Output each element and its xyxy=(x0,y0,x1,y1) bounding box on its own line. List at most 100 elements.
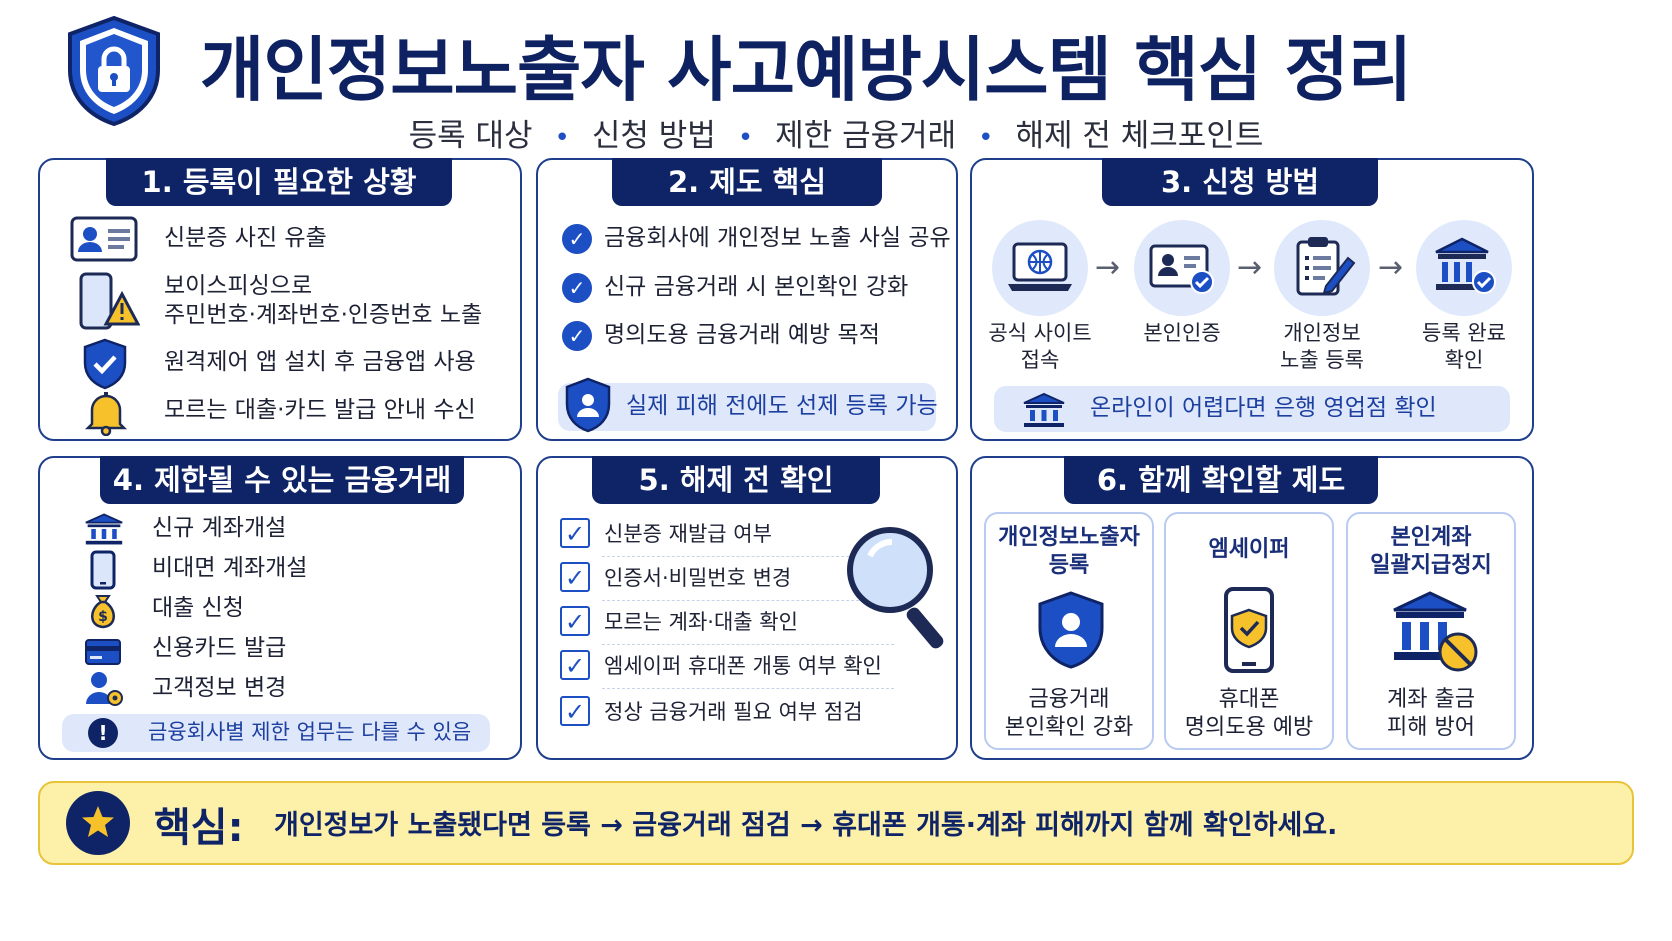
section-5-title: 5. 해제 전 확인 xyxy=(592,456,880,504)
bullet-dot: • xyxy=(554,123,570,153)
user-shield-icon xyxy=(1038,591,1104,669)
step-circle xyxy=(1134,220,1230,316)
section-2-note: 실제 피해 전에도 선제 등록 가능 xyxy=(558,377,938,433)
section-2-item: 신규 금융거래 시 본인확인 강화 xyxy=(604,274,909,300)
credit-card-icon xyxy=(85,639,121,665)
section-1-item: 보이스피싱으로 xyxy=(164,273,313,299)
section-4-note-text: 금융회사별 제한 업무는 다를 수 있음 xyxy=(148,720,472,744)
step-circle xyxy=(1416,220,1512,316)
section-4-item: 고객정보 변경 xyxy=(152,675,287,701)
step-label-line: 접속 xyxy=(1020,348,1060,372)
body-line: 휴대폰 xyxy=(1218,687,1280,712)
section-2-title: 2. 제도 핵심 xyxy=(612,158,882,206)
user-gear-icon xyxy=(86,672,123,706)
shield-check-icon xyxy=(83,338,127,390)
section-6-title: 6. 함께 확인할 제도 xyxy=(1064,456,1378,504)
section-5-card: 5. 해제 전 확인 ✓ 신분증 재발급 여부 ✓ 인증서·비밀번호 변경 ✓ … xyxy=(536,456,958,760)
subtitle-item: 제한 금융거래 xyxy=(775,118,957,154)
page-subtitle: 등록 대상 • 신청 방법 • 제한 금융거래 • 해제 전 체크포인트 xyxy=(0,110,1672,155)
section-5-item: 신분증 재발급 여부 xyxy=(604,522,772,546)
arrow-right-icon: → xyxy=(1095,250,1121,285)
info-exclaim-icon: ! xyxy=(88,718,118,748)
divider xyxy=(602,644,894,645)
check-circle-icon: ✓ xyxy=(562,224,592,254)
section-4-note: ! 금융회사별 제한 업무는 다를 수 있음 xyxy=(62,714,490,752)
section-3-note-text: 온라인이 어렵다면 은행 영업점 확인 xyxy=(1090,395,1437,421)
section-1-item: 신분증 사진 유출 xyxy=(164,225,327,251)
section-3-title: 3. 신청 방법 xyxy=(1102,158,1378,206)
bullet-dot: • xyxy=(978,123,994,153)
step-label-line: 등록 완료 xyxy=(1422,321,1506,345)
divider xyxy=(602,688,894,689)
section-1-item: 모르는 대출·카드 발급 안내 수신 xyxy=(164,397,476,423)
phone-shield-icon xyxy=(1224,587,1274,673)
body-line: 명의도용 예방 xyxy=(1184,715,1314,740)
body-line: 본인확인 강화 xyxy=(1004,715,1134,740)
section-1-item: 원격제어 앱 설치 후 금융앱 사용 xyxy=(164,349,476,375)
section-3-note: 온라인이 어렵다면 은행 영업점 확인 xyxy=(994,386,1510,432)
bank-icon xyxy=(85,513,123,545)
user-shield-icon xyxy=(565,377,611,433)
title-line: 개인정보노출자 xyxy=(998,525,1140,550)
section-4-item: 비대면 계좌개설 xyxy=(152,555,308,581)
step-label-line: 확인 xyxy=(1444,348,1484,372)
subtitle-item: 해제 전 체크포인트 xyxy=(1015,118,1264,154)
body-line: 피해 방어 xyxy=(1387,715,1475,740)
subtitle-item: 신청 방법 xyxy=(591,118,716,154)
star-icon xyxy=(82,806,114,837)
section-4-title: 4. 제한될 수 있는 금융거래 xyxy=(100,456,464,504)
section-2-note-text: 실제 피해 전에도 선제 등록 가능 xyxy=(626,393,938,419)
subtitle-item: 등록 대상 xyxy=(408,118,533,154)
step-label-line: 개인정보 xyxy=(1283,321,1361,345)
step-label-line: 공식 사이트 xyxy=(988,321,1092,345)
bank-check-icon xyxy=(1435,237,1496,294)
section-4-item: 신용카드 발급 xyxy=(152,635,287,661)
magnifier-icon xyxy=(847,527,944,649)
bell-icon xyxy=(84,392,128,436)
page-title: 개인정보노출자 사고예방시스템 핵심 정리 xyxy=(200,29,1412,111)
checkbox-icon: ✓ xyxy=(560,650,590,680)
bullet-dot: • xyxy=(737,123,754,153)
section-2-item: 금융회사에 개인정보 노출 사실 공유 xyxy=(604,225,951,251)
checkbox-icon: ✓ xyxy=(560,696,590,726)
clipboard-pen-icon xyxy=(1296,237,1356,296)
section-1-title: 1. 등록이 필요한 상황 xyxy=(106,158,452,206)
divider xyxy=(602,600,894,601)
key-text: 개인정보가 노출됐다면 등록 → 금융거래 점검 → 휴대폰 개통·계좌 피해까… xyxy=(274,810,1338,841)
checkbox-icon: ✓ xyxy=(560,518,590,548)
section-5-item: 엠세이퍼 휴대폰 개통 여부 확인 xyxy=(604,654,882,678)
body-line: 금융거래 xyxy=(1028,687,1110,712)
checkbox-icon: ✓ xyxy=(560,606,590,636)
section-5-item: 인증서·비밀번호 변경 xyxy=(604,566,792,590)
section-4-item: 신규 계좌개설 xyxy=(152,515,287,541)
system-card-title: 엠세이퍼 xyxy=(1166,536,1332,564)
section-2-card: 2. 제도 핵심 ✓ 금융회사에 개인정보 노출 사실 공유 ✓ 신규 금융거래… xyxy=(536,158,958,441)
section-5-item: 모르는 계좌·대출 확인 xyxy=(604,610,798,634)
step-label-line: 본인인증 xyxy=(1143,321,1221,345)
divider xyxy=(602,556,894,557)
step-circle xyxy=(1274,220,1370,316)
title-line: 등록 xyxy=(1048,553,1090,578)
body-line: 계좌 출금 xyxy=(1387,687,1475,712)
check-circle-icon: ✓ xyxy=(562,321,592,351)
phone-warning-icon xyxy=(79,272,140,330)
bank-icon xyxy=(1023,392,1065,427)
section-4-item: 대출 신청 xyxy=(152,595,244,621)
title-line: 엠세이퍼 xyxy=(1208,537,1290,562)
step-label: 본인인증 xyxy=(1122,320,1242,347)
smartphone-icon xyxy=(90,550,116,590)
checkbox-icon: ✓ xyxy=(560,562,590,592)
title-line: 일괄지급정지 xyxy=(1370,553,1492,578)
section-1-item-line2: 주민번호·계좌번호·인증번호 노출 xyxy=(164,302,483,328)
